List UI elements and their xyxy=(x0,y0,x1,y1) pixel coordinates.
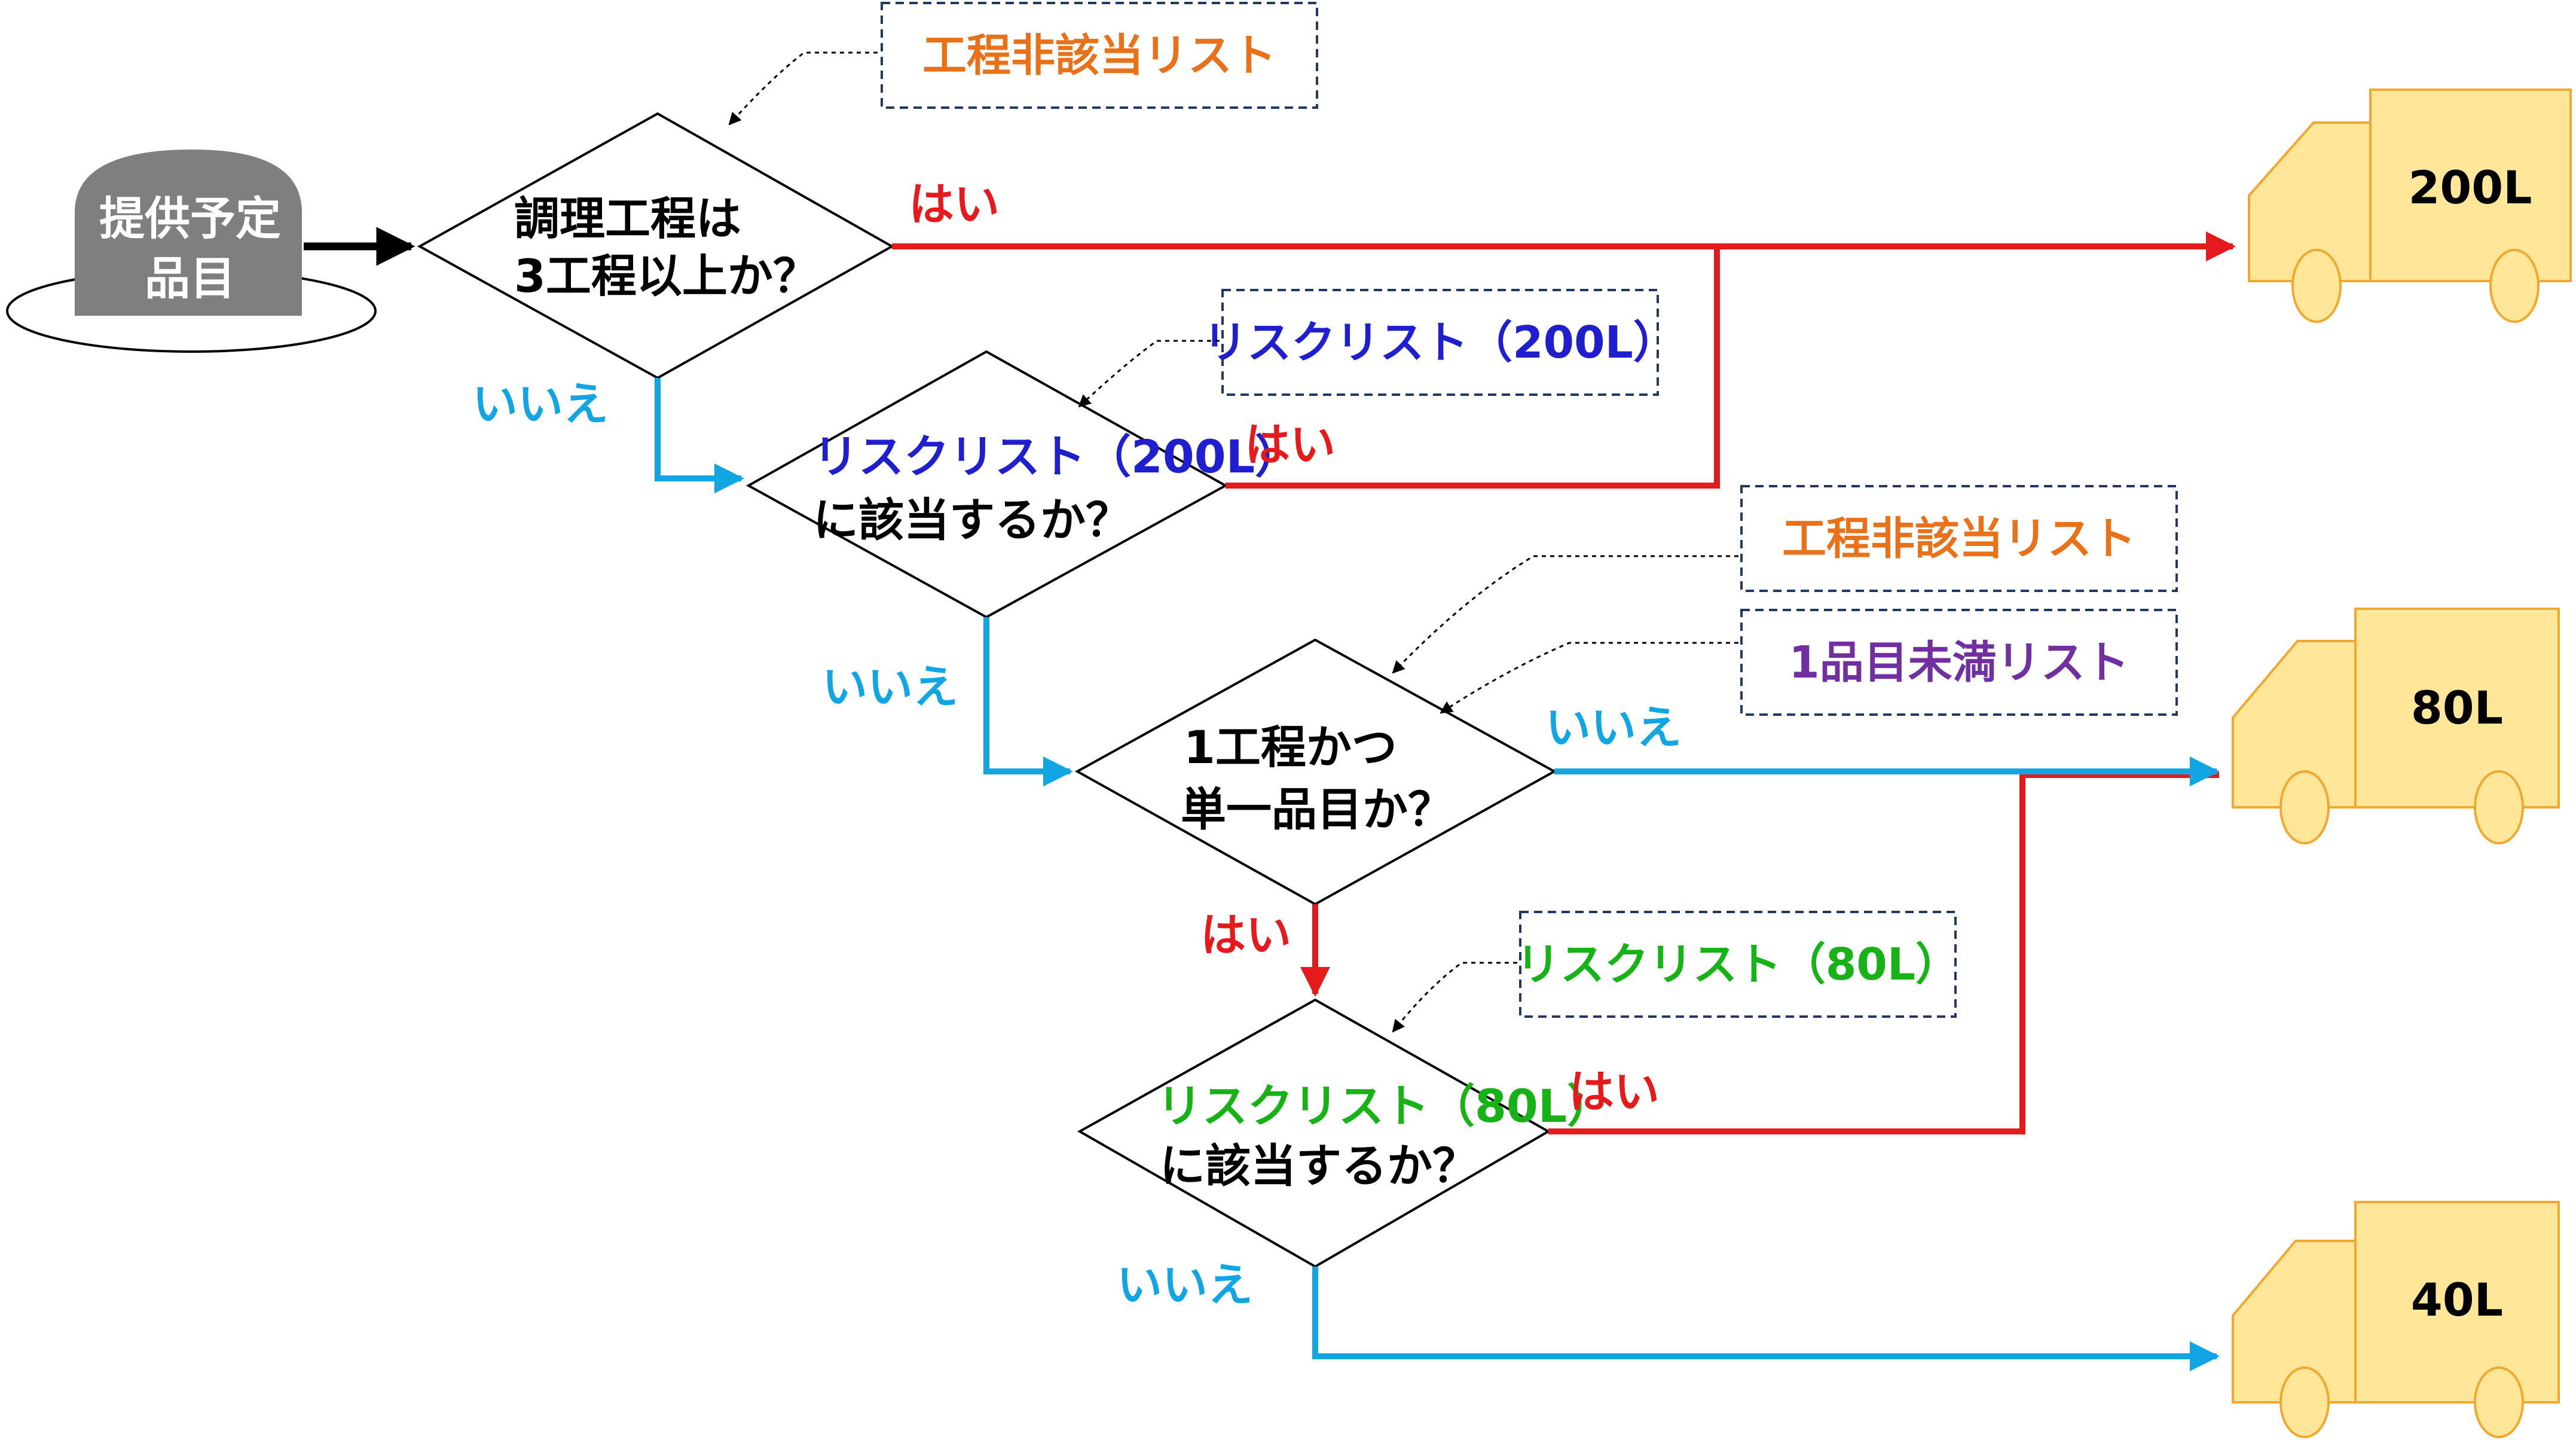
note-box xyxy=(1740,609,2178,716)
decision-q1-line1: 調理工程は xyxy=(514,192,741,245)
q1-yes-label: はい xyxy=(909,178,1000,231)
decision-q4: リスクリスト（80L） に該当するか？ xyxy=(1077,998,1612,1268)
note-risk-list-80l: リスクリスト（80L） xyxy=(1516,911,1960,1018)
note-process-exempt-list-1: 工程非該当リスト xyxy=(881,2,1318,109)
note-text: 1品目未満リスト xyxy=(1789,637,2129,688)
q2-yes-label: はい xyxy=(1245,418,1336,471)
decision-q2-diamond xyxy=(745,350,1229,619)
q2-no-arrow xyxy=(983,617,1073,786)
truck-wheel-rear xyxy=(2474,770,2524,844)
truck-capacity-label: 200L xyxy=(2408,161,2532,214)
truck-cargo xyxy=(2354,608,2560,809)
truck-cab xyxy=(2232,640,2357,809)
q3-no-label: いいえ xyxy=(1545,701,1682,754)
note-3-leader xyxy=(1392,555,1738,674)
decision-q1-diamond xyxy=(417,112,895,380)
truck-cargo xyxy=(2369,89,2572,282)
note-under-one-item-list: 1品目未満リスト xyxy=(1740,609,2178,716)
note-risk-list-200l: リスクリスト（200L） xyxy=(1203,289,1677,396)
truck-cab xyxy=(2232,1240,2357,1404)
start-label-line1: 提供予定 xyxy=(99,192,281,245)
note-1-leader xyxy=(728,51,878,126)
q2-no-label: いいえ xyxy=(822,660,958,713)
q4-yes-line xyxy=(1548,772,2219,1134)
note-box xyxy=(881,2,1318,109)
note-5-leader xyxy=(1392,962,1517,1033)
decision-q4-line2: に該当するか？ xyxy=(1160,1139,1478,1192)
truck-capacity-label: 80L xyxy=(2411,681,2503,734)
truck-cargo xyxy=(2354,1201,2560,1404)
q1-no-arrow xyxy=(655,378,744,493)
q3-yes-label: はい xyxy=(1200,908,1291,962)
truck-wheel-rear xyxy=(2489,249,2540,323)
note-text: リスクリスト（200L） xyxy=(1203,317,1677,368)
decision-q4-diamond xyxy=(1077,998,1551,1268)
decision-q1-line2: 3工程以上か？ xyxy=(514,249,818,303)
note-text: 工程非該当リスト xyxy=(1782,513,2136,565)
note-box xyxy=(1519,911,1957,1018)
note-2-leader xyxy=(1078,340,1220,408)
q4-yes-label: はい xyxy=(1569,1065,1660,1118)
note-4-leader xyxy=(1440,642,1738,714)
q2-yes-line xyxy=(1226,246,1720,489)
truck-200l: 200L xyxy=(2248,89,2572,323)
truck-wheel-rear xyxy=(2474,1366,2524,1438)
decision-q3-line2: 単一品目か？ xyxy=(1181,783,1453,836)
truck-40l: 40L xyxy=(2232,1201,2560,1438)
decision-q4-line1: リスクリスト（80L） xyxy=(1157,1079,1612,1133)
decision-q3-line1: 1工程かつ xyxy=(1184,721,1397,774)
start-dome xyxy=(75,150,302,316)
truck-cab xyxy=(2248,121,2372,282)
truck-wheel-front xyxy=(2291,249,2342,323)
start-node: 提供予定 品目 xyxy=(6,150,377,353)
decision-q2-line2: に該当するか？ xyxy=(813,493,1131,547)
decision-q1: 調理工程は 3工程以上か？ xyxy=(417,112,895,380)
note-process-exempt-list-2: 工程非該当リスト xyxy=(1740,485,2178,592)
q1-no-label: いいえ xyxy=(472,377,609,431)
truck-wheel-front xyxy=(2279,1366,2330,1438)
note-text: リスクリスト（80L） xyxy=(1516,939,1960,990)
q4-no-arrow xyxy=(1312,1267,2220,1371)
note-box xyxy=(1740,485,2178,592)
start-label-line2: 品目 xyxy=(145,252,236,305)
note-box xyxy=(1221,289,1659,396)
truck-wheel-front xyxy=(2279,770,2330,844)
q4-no-label: いいえ xyxy=(1117,1258,1253,1311)
decision-q3: 1工程かつ 単一品目か？ xyxy=(1074,638,1557,906)
truck-80l: 80L xyxy=(2232,608,2560,844)
note-text: 工程非該当リスト xyxy=(922,30,1276,81)
decision-q2: リスクリスト（200L） に該当するか？ xyxy=(745,350,1300,619)
truck-capacity-label: 40L xyxy=(2411,1273,2503,1326)
decision-q2-line1: リスクリスト（200L） xyxy=(813,430,1300,483)
